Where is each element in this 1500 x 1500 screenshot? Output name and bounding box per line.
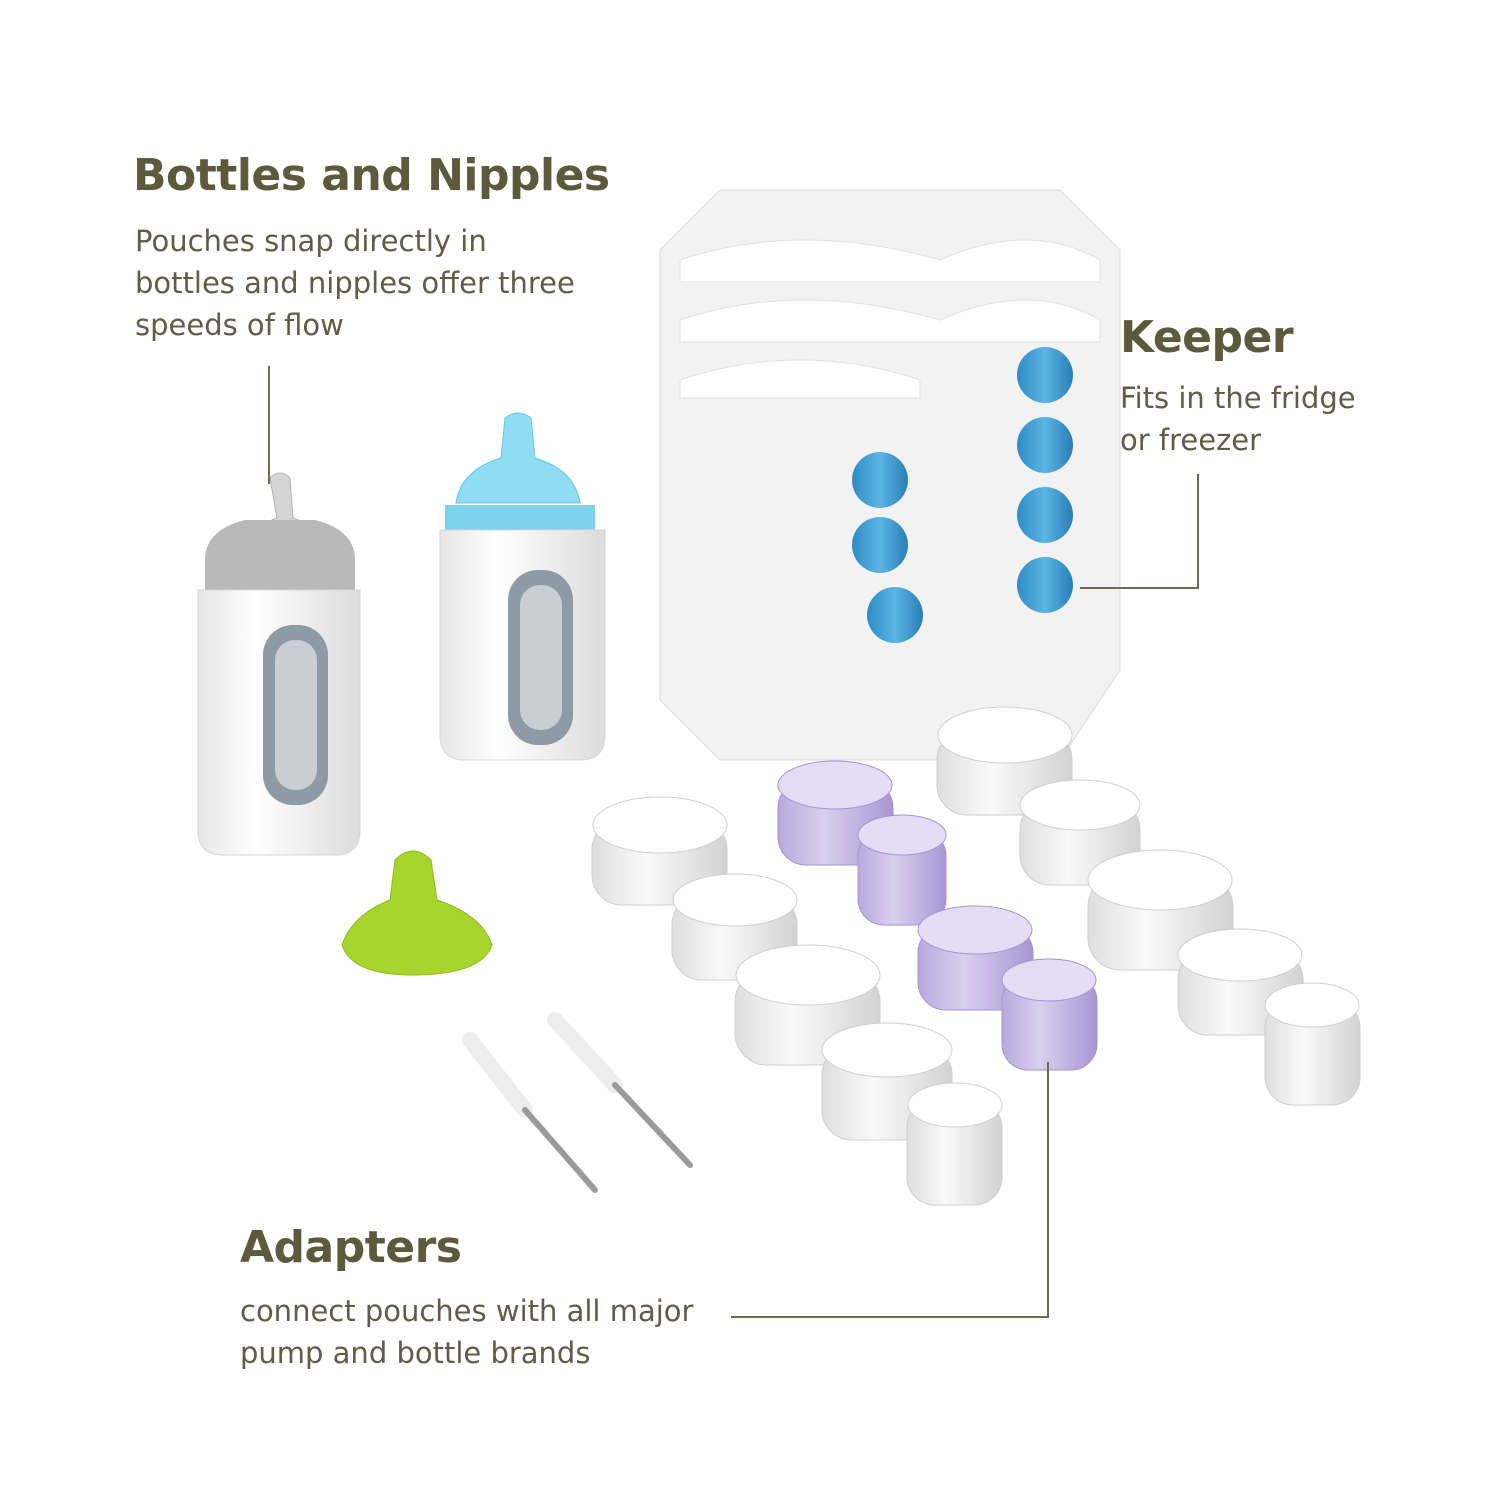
bottle-blue — [439, 412, 606, 761]
keeper-heading: Keeper — [1120, 312, 1294, 363]
adapters-description-line: pump and bottle brands — [240, 1336, 591, 1370]
bottles-description-line: Pouches snap directly in — [135, 224, 487, 258]
adapters-description: connect pouches with all major pump and … — [240, 1290, 693, 1374]
bottles-leader-line — [268, 366, 270, 484]
adapters-leader-horizontal — [731, 1316, 1049, 1318]
bottle-silver — [197, 472, 361, 856]
adapters-leader-vertical — [1047, 1062, 1049, 1318]
keeper-description-line: or freezer — [1120, 423, 1262, 457]
keeper-description: Fits in the fridge or freezer — [1120, 377, 1356, 461]
keeper-description-line: Fits in the fridge — [1120, 381, 1356, 415]
adapters-heading: Adapters — [240, 1222, 462, 1273]
bottles-description-line: bottles and nipples offer three — [135, 266, 575, 300]
bottles-description-line: speeds of flow — [135, 308, 344, 342]
adapters-group — [591, 706, 1361, 1206]
adapters-description-line: connect pouches with all major — [240, 1294, 694, 1328]
keeper-rack — [659, 189, 1121, 761]
cleaning-brushes — [462, 1012, 693, 1193]
bottles-heading: Bottles and Nipples — [133, 150, 610, 201]
keeper-leader-vertical — [1197, 474, 1199, 588]
bottles-description: Pouches snap directly in bottles and nip… — [135, 220, 575, 346]
keeper-leader-horizontal — [1080, 587, 1199, 589]
green-nipple — [341, 850, 493, 976]
